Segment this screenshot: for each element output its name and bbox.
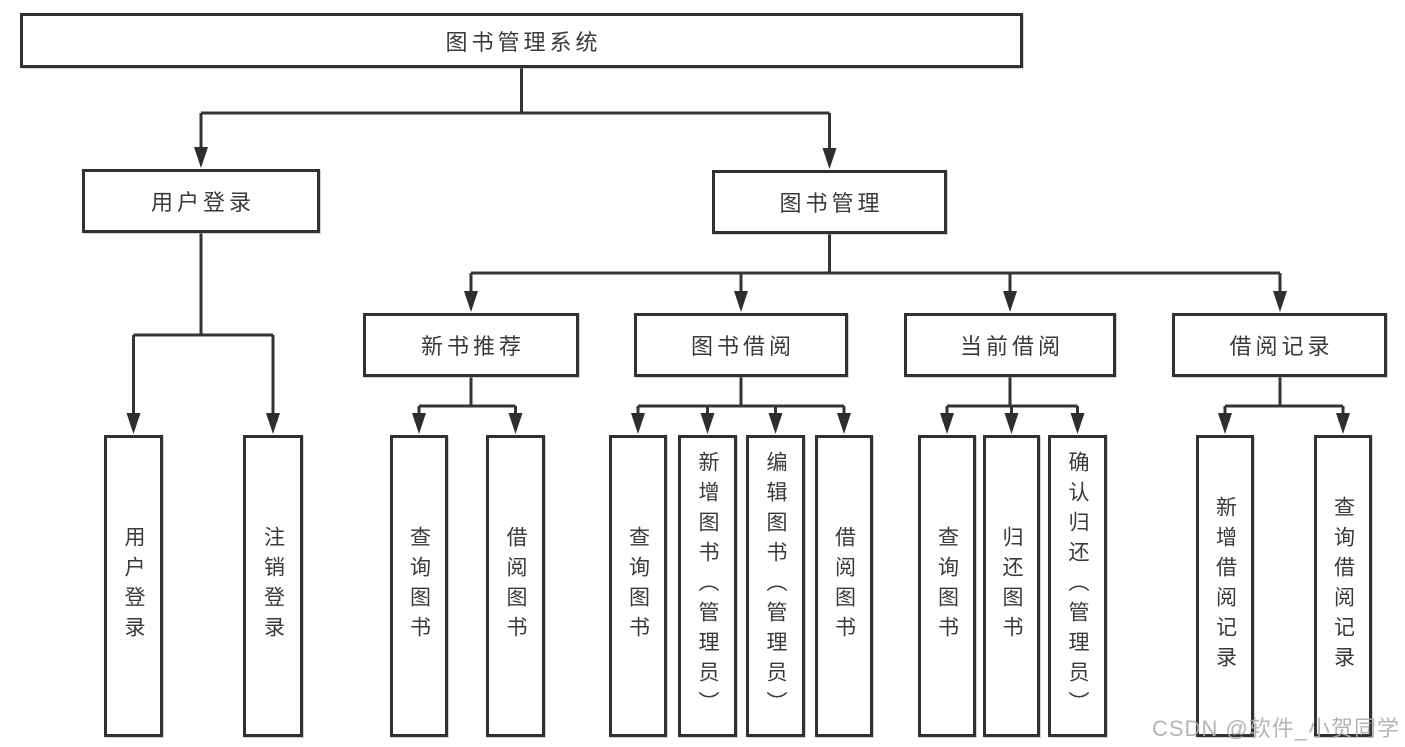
node-borrow-records: 借阅记录 [1172,313,1387,377]
leaf-edit-book-admin-label: 编辑图书（管理员） [764,451,787,721]
leaf-borrow-books-rec-label: 借阅图书 [504,526,527,646]
node-book-borrow-label: 图书借阅 [690,334,795,359]
node-root-label: 图书管理系统 [445,29,602,55]
node-user-login: 用户登录 [82,169,320,233]
tree-edges [132,68,1345,416]
leaf-query-borrow-record: 查询借阅记录 [1314,435,1372,737]
node-book-mgmt-label: 图书管理 [779,191,884,216]
leaf-add-borrow-record: 新增借阅记录 [1196,435,1254,737]
node-new-book-rec-label: 新书推荐 [420,334,525,359]
leaf-confirm-return-admin-label: 确认归还（管理员） [1066,451,1089,721]
leaf-confirm-return-admin: 确认归还（管理员） [1048,435,1107,737]
leaf-borrow-books: 借阅图书 [815,435,873,737]
node-new-book-rec: 新书推荐 [363,313,579,377]
leaf-query-books-borrow: 查询图书 [609,435,667,737]
leaf-add-book-admin: 新增图书（管理员） [678,435,737,737]
leaf-user-login-label: 用户登录 [122,526,145,646]
node-current-borrow: 当前借阅 [904,313,1116,377]
leaf-add-borrow-record-label: 新增借阅记录 [1213,496,1237,676]
leaf-query-books-rec-label: 查询图书 [407,526,431,646]
leaf-query-books-borrow-label: 查询图书 [626,526,650,646]
leaf-borrow-books-rec: 借阅图书 [486,435,545,737]
leaf-logout-label: 注销登录 [261,526,285,646]
leaf-query-borrow-record-label: 查询借阅记录 [1331,496,1355,676]
leaf-edit-book-admin: 编辑图书（管理员） [746,435,805,737]
leaf-user-login: 用户登录 [104,435,163,737]
leaf-return-book-label: 归还图书 [1000,526,1023,646]
leaf-borrow-books-label: 借阅图书 [832,526,856,646]
node-current-borrow-label: 当前借阅 [959,334,1064,359]
leaf-query-books-current: 查询图书 [918,435,976,737]
leaf-return-book: 归还图书 [983,435,1040,737]
node-root: 图书管理系统 [20,13,1023,68]
csdn-watermark: CSDN @软件_小贺同学 [1152,716,1401,741]
node-borrow-records-label: 借阅记录 [1229,334,1334,359]
leaf-add-book-admin-label: 新增图书（管理员） [696,451,719,721]
leaf-logout: 注销登录 [243,435,303,737]
node-book-borrow: 图书借阅 [634,313,848,377]
leaf-query-books-current-label: 查询图书 [935,526,959,646]
leaf-query-books-rec: 查询图书 [390,435,448,737]
node-book-mgmt: 图书管理 [712,170,947,234]
node-user-login-label: 用户登录 [150,190,255,215]
